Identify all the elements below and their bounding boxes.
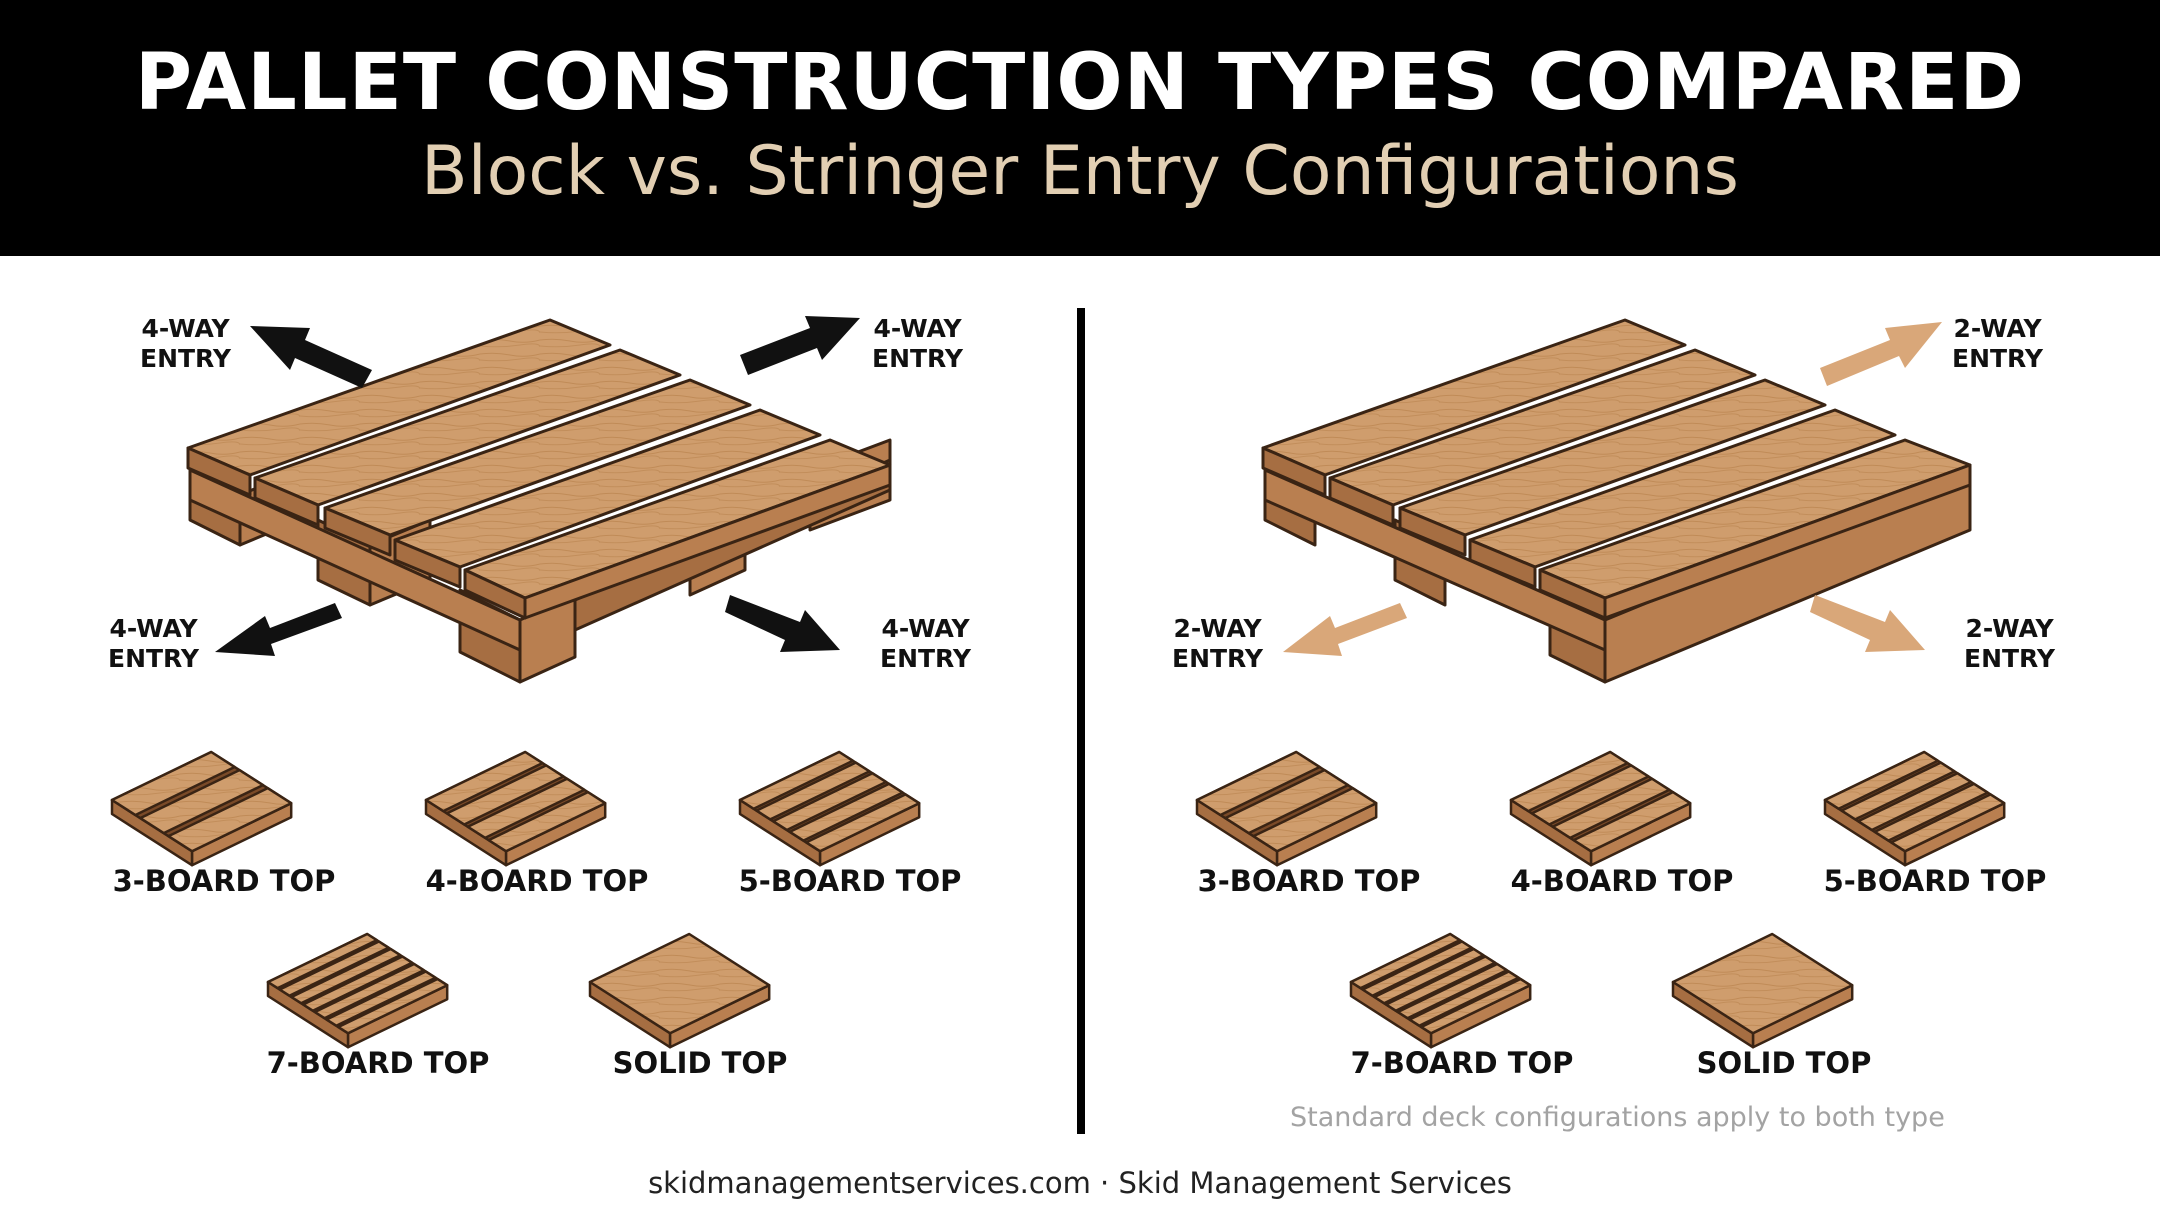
deck-caption: SOLID TOP xyxy=(1696,1046,1872,1080)
deck-board xyxy=(110,750,236,817)
deck-board xyxy=(1361,940,1473,997)
deck-board xyxy=(805,793,921,853)
deck-board xyxy=(266,932,379,990)
deck-board xyxy=(1551,777,1671,840)
deck-caption: 5-BOARD TOP xyxy=(738,864,962,898)
arrow-down-left-icon xyxy=(1283,603,1407,656)
deck-board xyxy=(771,771,888,832)
deck-board xyxy=(1856,771,1973,832)
deck-board xyxy=(788,782,904,842)
deck-board xyxy=(1384,955,1497,1012)
deck-board xyxy=(1195,750,1321,817)
deck-board xyxy=(738,750,855,811)
deck-caption: 3-BOARD TOP xyxy=(1197,864,1421,898)
deck-caption: 4-BOARD TOP xyxy=(1510,864,1734,898)
deck-board xyxy=(1396,962,1509,1020)
deck-board xyxy=(1252,786,1378,853)
deck-caption: 3-BOARD TOP xyxy=(112,864,336,898)
deck-board xyxy=(1224,768,1350,835)
deck-board xyxy=(337,977,449,1035)
deck-type-icons xyxy=(110,750,2006,1049)
section-divider xyxy=(1077,308,1085,1134)
deck-board xyxy=(1509,750,1629,813)
deck-board xyxy=(313,962,426,1020)
deck-board xyxy=(1873,782,1989,842)
deck-board xyxy=(139,768,265,835)
arrow-down-right-icon xyxy=(1810,595,1925,652)
deck-board xyxy=(466,777,586,840)
header-banner: PALLET CONSTRUCTION TYPES COMPARED Block… xyxy=(0,0,2160,256)
footnote: Standard deck configurations apply to bo… xyxy=(1290,1102,1945,1133)
footer-credit: skidmanagementservices.com · Skid Manage… xyxy=(648,1166,1512,1200)
deck-board xyxy=(1572,790,1692,853)
solid-deck xyxy=(588,932,771,1035)
page-subtitle: Block vs. Stringer Entry Configurations xyxy=(421,132,1739,211)
deck-board xyxy=(1349,932,1462,990)
solid-deck xyxy=(1671,932,1854,1035)
deck-board xyxy=(1823,750,1940,811)
block-pallet xyxy=(186,318,892,684)
deck-caption: SOLID TOP xyxy=(612,1046,788,1080)
block-entry-arrows xyxy=(215,316,860,656)
stringer-entry-arrows xyxy=(1283,322,1942,656)
deck-board xyxy=(325,970,437,1027)
deck-board xyxy=(1420,977,1532,1035)
arrow-up-right-icon xyxy=(1820,322,1942,386)
page-title: PALLET CONSTRUCTION TYPES COMPARED xyxy=(134,38,2026,128)
deck-caption: 5-BOARD TOP xyxy=(1823,864,2047,898)
deck-board xyxy=(445,764,565,826)
arrow-up-right-icon xyxy=(740,316,860,375)
deck-board xyxy=(755,761,871,821)
arrow-up-left-icon xyxy=(250,326,372,388)
deck-caption: 7-BOARD TOP xyxy=(1350,1046,1574,1080)
deck-board xyxy=(167,786,293,853)
deck-board xyxy=(424,750,544,813)
deck-board xyxy=(1373,947,1485,1005)
deck-caption: 7-BOARD TOP xyxy=(266,1046,490,1080)
deck-board xyxy=(278,940,390,997)
deck-board xyxy=(1530,764,1650,826)
deck-board xyxy=(1408,970,1520,1027)
deck-board xyxy=(487,790,607,853)
deck-board xyxy=(1840,761,1956,821)
deck-board xyxy=(301,955,414,1012)
deck-caption: 4-BOARD TOP xyxy=(425,864,649,898)
arrow-down-right-icon xyxy=(725,595,840,652)
deck-board xyxy=(290,947,402,1005)
deck-board xyxy=(1890,793,2006,853)
stringer-pallet xyxy=(1261,318,1972,684)
arrow-down-left-icon xyxy=(215,603,342,656)
